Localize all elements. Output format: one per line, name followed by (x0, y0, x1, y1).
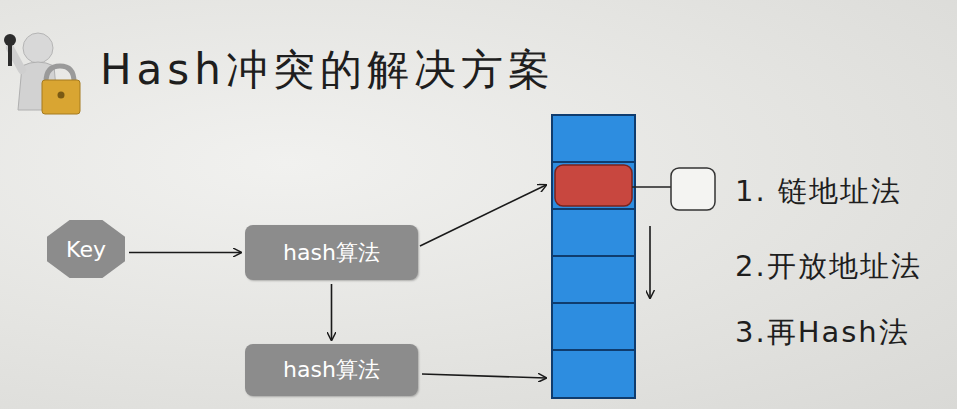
arrow-connector (129, 252, 241, 254)
node-text: hash算法 (283, 355, 380, 385)
arrow-connector (331, 284, 333, 340)
hash-array (552, 115, 635, 398)
node-text: Key (66, 237, 106, 262)
process-box: hash算法 (245, 225, 418, 280)
probe-arrow (649, 226, 651, 298)
method-label: 1. 链地址法 (735, 172, 902, 212)
hash-arrow (420, 185, 546, 246)
process-box: hash算法 (245, 344, 418, 396)
node-text: hash算法 (283, 238, 380, 268)
hash-arrow (422, 374, 546, 378)
title: Hash冲突的解决方案 (100, 42, 555, 98)
chain-link (632, 186, 671, 188)
key-octagon: Key (47, 220, 125, 278)
method-label: 2.开放地址法 (735, 247, 922, 287)
method-label: 3.再Hash法 (735, 313, 910, 353)
chain-node (671, 168, 715, 210)
key-lock-icon (4, 33, 80, 114)
